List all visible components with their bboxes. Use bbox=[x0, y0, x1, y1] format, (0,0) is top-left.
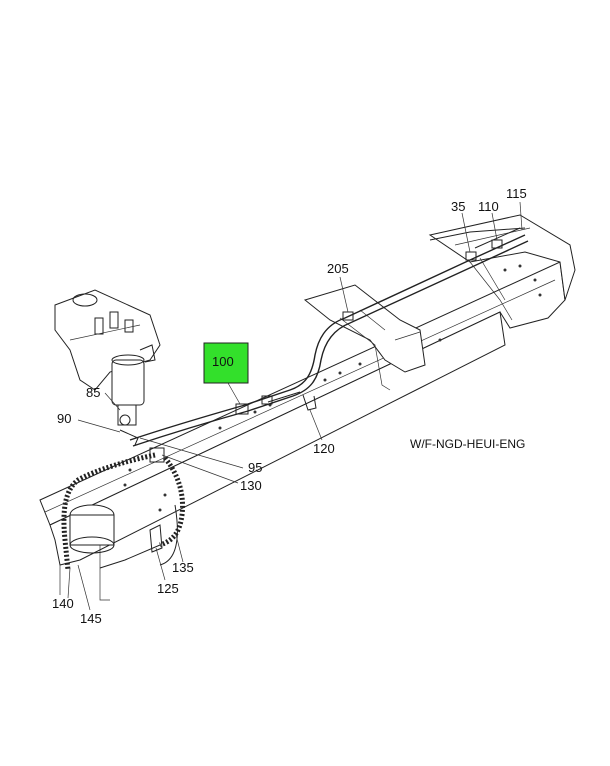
drawing-code: W/F-NGD-HEUI-ENG bbox=[410, 437, 525, 451]
callout-95[interactable]: 95 bbox=[248, 460, 262, 475]
callout-205[interactable]: 205 bbox=[327, 261, 349, 276]
harness-loom bbox=[61, 447, 186, 571]
callout-130[interactable]: 130 bbox=[240, 478, 262, 493]
engine-block bbox=[54, 289, 161, 391]
fuel-heater-assembly bbox=[69, 504, 163, 554]
callout-135[interactable]: 135 bbox=[172, 560, 194, 575]
callout-100[interactable]: 100 bbox=[212, 354, 234, 369]
callout-145[interactable]: 145 bbox=[80, 611, 102, 626]
callout-85[interactable]: 85 bbox=[86, 385, 100, 400]
callout-115[interactable]: 115 bbox=[506, 186, 527, 201]
callout-labels: 115 110 35 205 100 85 90 120 95 130 135 … bbox=[52, 186, 527, 626]
callout-110[interactable]: 110 bbox=[478, 199, 499, 214]
fuel-filter-assembly bbox=[111, 344, 156, 446]
callout-90[interactable]: 90 bbox=[57, 411, 71, 426]
leader-lines bbox=[67, 201, 523, 611]
highlight-box bbox=[203, 342, 249, 384]
callout-120[interactable]: 120 bbox=[313, 441, 335, 456]
callout-140[interactable]: 140 bbox=[52, 596, 74, 611]
callout-125[interactable]: 125 bbox=[157, 581, 179, 596]
fuel-lines bbox=[129, 227, 529, 447]
callout-35[interactable]: 35 bbox=[451, 199, 465, 214]
